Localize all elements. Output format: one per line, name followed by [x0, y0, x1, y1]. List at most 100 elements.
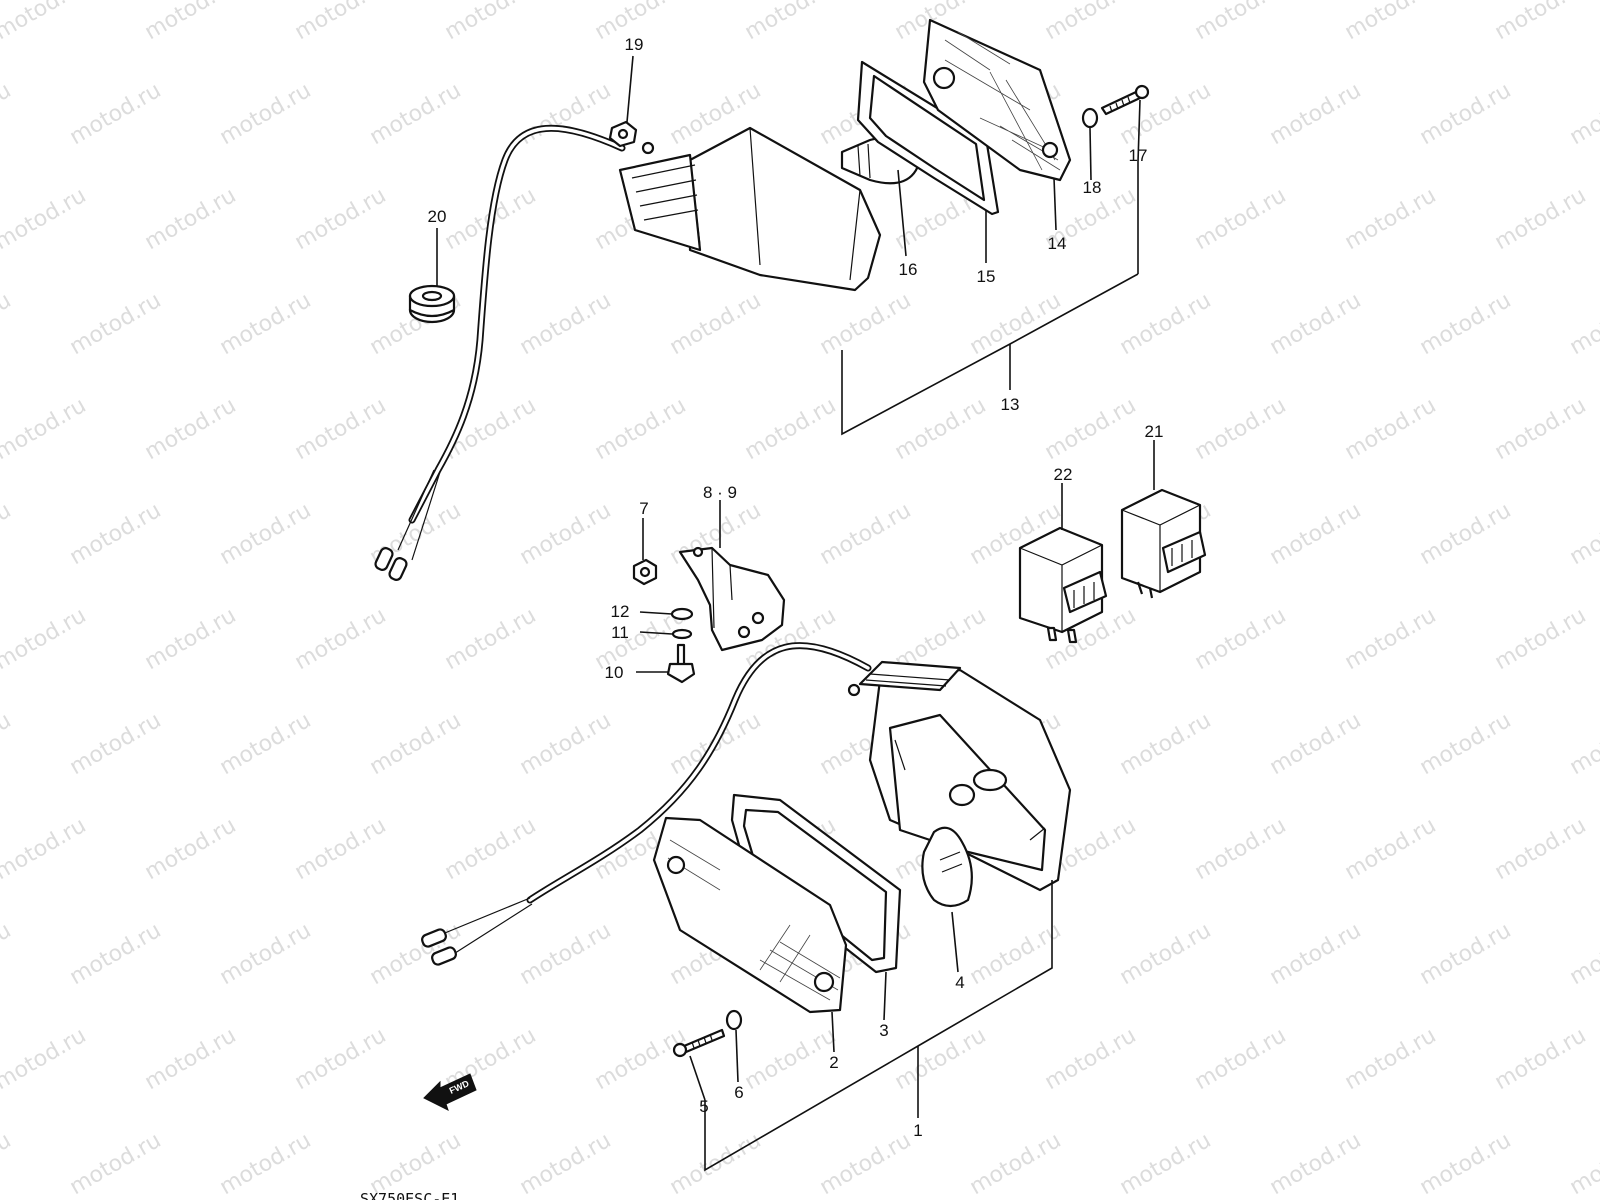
callout-12: 12	[611, 602, 630, 621]
watermark-text: motod.ru	[1416, 78, 1516, 150]
lower-signal-wire	[421, 642, 872, 966]
watermark-text: motod.ru	[66, 498, 166, 570]
lock-washer-11	[671, 628, 693, 640]
watermark-text: motod.ru	[216, 498, 316, 570]
watermark-text: motod.ru	[1041, 1023, 1141, 1095]
watermark-text: motod.ru	[216, 78, 316, 150]
watermark-text: motod.ru	[441, 603, 541, 675]
upper-signal-wire	[374, 124, 626, 581]
watermark-text: motod.ru	[591, 1023, 691, 1095]
callout-15: 15	[977, 267, 996, 286]
watermark-text: motod.ru	[1116, 1128, 1216, 1200]
callout-11: 11	[611, 623, 629, 642]
watermark-text: motod.ru	[1491, 603, 1591, 675]
callout-22: 22	[1054, 465, 1073, 484]
watermark-text: motod.ru	[291, 1023, 391, 1095]
watermark-text: motod.ru	[0, 918, 15, 990]
watermark-text: motod.ru	[1191, 603, 1291, 675]
watermark-text: motod.ru	[1266, 708, 1366, 780]
watermark-text: motod.ru	[1191, 813, 1291, 885]
watermark-text: motod.ru	[0, 0, 90, 45]
watermark-text: motod.ru	[441, 813, 541, 885]
watermark-text: motod.ru	[0, 813, 90, 885]
watermark-text: motod.ru	[141, 813, 241, 885]
fwd-arrow: FWD	[423, 1073, 477, 1111]
watermark-text: motod.ru	[0, 78, 15, 150]
watermark-text: motod.ru	[66, 288, 166, 360]
upper-turn-signal-assembly	[374, 18, 1150, 581]
watermark-text: motod.ru	[1341, 1023, 1441, 1095]
gasket-3	[730, 793, 902, 974]
watermark-text: motod.ru	[1191, 0, 1291, 45]
watermark-text: motod.ru	[1416, 918, 1516, 990]
watermark-text: motod.ru	[1416, 1128, 1516, 1200]
watermark-text: motod.ru	[1116, 918, 1216, 990]
watermark-text: motod.ru	[816, 498, 916, 570]
watermark-text: motod.ru	[516, 498, 616, 570]
watermark-text: motod.ru	[741, 0, 841, 45]
callout-6: 6	[734, 1083, 743, 1102]
bracket-8-9	[678, 546, 786, 652]
watermark-text: motod.ru	[516, 1128, 616, 1200]
lens-2	[652, 816, 848, 1014]
watermark-text: motod.ru	[66, 1128, 166, 1200]
drawing-code: SX750ESC-E1	[360, 1190, 459, 1200]
washer-18	[1081, 107, 1099, 129]
watermark-text: motod.ru	[141, 0, 241, 45]
callouts: 19 20 16 15 14 18 17 13 21 22 7 8 · 9 12…	[428, 35, 1164, 1140]
callout-19: 19	[625, 35, 644, 54]
watermark-text: motod.ru	[0, 708, 15, 780]
watermark-text: motod.ru	[1116, 78, 1216, 150]
watermark-text: motod.ru	[291, 0, 391, 45]
watermark-text: motod.ru	[1266, 78, 1366, 150]
watermark-text: motod.ru	[1341, 393, 1441, 465]
watermark-text: motod.ru	[516, 288, 616, 360]
callout-10: 10	[605, 663, 624, 682]
watermark-text: motod.ru	[1266, 288, 1366, 360]
watermark-text: motod.ru	[141, 393, 241, 465]
watermark-text: motod.ru	[141, 183, 241, 255]
watermark-text: motod.ru	[291, 183, 391, 255]
callout-16: 16	[899, 260, 918, 279]
watermark-text: motod.ru	[216, 288, 316, 360]
callout-17: 17	[1129, 146, 1148, 165]
watermark-text: motod.ru	[1491, 1023, 1591, 1095]
watermark-text: motod.ru	[666, 288, 766, 360]
watermark-text: motod.ru	[816, 1128, 916, 1200]
watermark-text: motod.ru	[1566, 78, 1600, 150]
watermark-text: motod.ru	[1566, 708, 1600, 780]
lower-turn-signal-assembly	[421, 642, 1072, 1058]
watermark-text: motod.ru	[816, 288, 916, 360]
watermark-text: motod.ru	[966, 918, 1066, 990]
watermark-text: motod.ru	[1116, 708, 1216, 780]
watermark-text: motod.ru	[1566, 288, 1600, 360]
watermark-text: motod.ru	[1341, 813, 1441, 885]
callout-13: 13	[1001, 395, 1020, 414]
screw-5	[672, 1028, 726, 1058]
watermark-text: motod.ru	[0, 498, 15, 570]
watermark-text: motod.ru	[1191, 1023, 1291, 1095]
watermark-text: motod.ru	[0, 288, 15, 360]
watermark-text: motod.ru	[216, 1128, 316, 1200]
washer-12	[670, 607, 694, 621]
watermark-text: motod.ru	[366, 708, 466, 780]
watermark-text: motod.ru	[1416, 708, 1516, 780]
watermark-text: motod.ru	[1491, 393, 1591, 465]
watermark-text: motod.ru	[216, 918, 316, 990]
watermark-text: motod.ru	[0, 603, 90, 675]
callout-5: 5	[699, 1097, 708, 1116]
watermark-text: motod.ru	[291, 603, 391, 675]
callout-21: 21	[1145, 422, 1164, 441]
callout-3: 3	[879, 1021, 888, 1040]
watermark-text: motod.ru	[741, 1023, 841, 1095]
watermark-text: motod.ru	[0, 393, 90, 465]
watermark-text: motod.ru	[141, 603, 241, 675]
watermark-text: motod.ru	[1266, 1128, 1366, 1200]
watermark-text: motod.ru	[1341, 0, 1441, 45]
watermark-text: motod.ru	[366, 78, 466, 150]
watermark-text: motod.ru	[441, 0, 541, 45]
watermark-text: motod.ru	[1041, 393, 1141, 465]
watermark-text: motod.ru	[1266, 498, 1366, 570]
watermark-text: motod.ru	[66, 78, 166, 150]
